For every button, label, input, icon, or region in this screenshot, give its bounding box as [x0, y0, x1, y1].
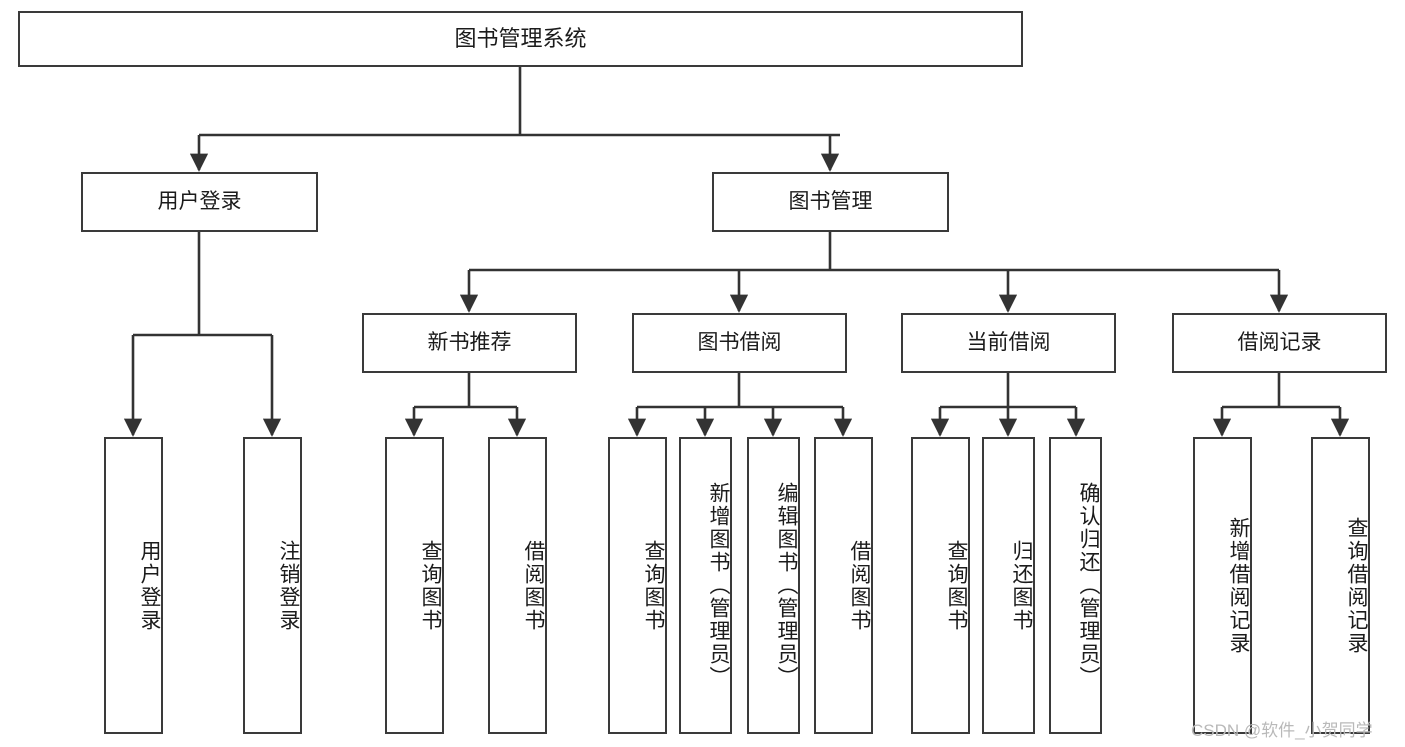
- node-leaf-user-login[interactable]: 用户登录: [104, 437, 163, 734]
- node-new-book-rec-label: 新书推荐: [427, 330, 512, 354]
- node-leaf-borrow-book-1-label: 借阅图书: [522, 539, 545, 632]
- node-user-login-label: 用户登录: [157, 189, 242, 213]
- node-root-label: 图书管理系统: [454, 26, 587, 52]
- node-leaf-return-book[interactable]: 归还图书: [982, 437, 1035, 734]
- node-user-login[interactable]: 用户登录: [81, 172, 318, 232]
- node-book-borrow[interactable]: 图书借阅: [632, 313, 847, 373]
- node-borrow-record-label: 借阅记录: [1237, 330, 1322, 354]
- node-leaf-confirm-return[interactable]: 确认归还（管理员）: [1049, 437, 1102, 734]
- node-leaf-logout-label: 注销登录: [277, 539, 300, 632]
- node-leaf-edit-book-label: 编辑图书（管理员）: [775, 482, 798, 689]
- node-leaf-query-book-3[interactable]: 查询图书: [911, 437, 970, 734]
- node-leaf-query-book-2-label: 查询图书: [642, 539, 665, 632]
- node-leaf-return-book-label: 归还图书: [1010, 539, 1033, 632]
- node-current-borrow-label: 当前借阅: [966, 330, 1051, 354]
- node-new-book-rec[interactable]: 新书推荐: [362, 313, 577, 373]
- node-leaf-query-book-1[interactable]: 查询图书: [385, 437, 444, 734]
- node-book-manage[interactable]: 图书管理: [712, 172, 949, 232]
- node-leaf-borrow-book-2[interactable]: 借阅图书: [814, 437, 873, 734]
- node-leaf-query-book-3-label: 查询图书: [945, 539, 968, 632]
- watermark: CSDN @软件_小贺同学: [1191, 721, 1373, 740]
- node-borrow-record[interactable]: 借阅记录: [1172, 313, 1387, 373]
- node-root[interactable]: 图书管理系统: [18, 11, 1023, 67]
- node-leaf-logout[interactable]: 注销登录: [243, 437, 302, 734]
- node-leaf-add-record-label: 新增借阅记录: [1227, 516, 1250, 655]
- node-leaf-borrow-book-1[interactable]: 借阅图书: [488, 437, 547, 734]
- node-leaf-add-book[interactable]: 新增图书（管理员）: [679, 437, 732, 734]
- node-leaf-borrow-book-2-label: 借阅图书: [848, 539, 871, 632]
- node-current-borrow[interactable]: 当前借阅: [901, 313, 1116, 373]
- node-leaf-add-record[interactable]: 新增借阅记录: [1193, 437, 1252, 734]
- node-leaf-add-book-label: 新增图书（管理员）: [707, 482, 730, 689]
- node-leaf-confirm-return-label: 确认归还（管理员）: [1077, 482, 1100, 689]
- node-book-borrow-label: 图书借阅: [697, 330, 782, 354]
- node-leaf-query-book-1-label: 查询图书: [419, 539, 442, 632]
- node-book-manage-label: 图书管理: [788, 189, 873, 213]
- node-leaf-query-record[interactable]: 查询借阅记录: [1311, 437, 1370, 734]
- node-leaf-query-book-2[interactable]: 查询图书: [608, 437, 667, 734]
- node-leaf-edit-book[interactable]: 编辑图书（管理员）: [747, 437, 800, 734]
- node-leaf-query-record-label: 查询借阅记录: [1345, 516, 1368, 655]
- node-leaf-user-login-label: 用户登录: [138, 539, 161, 632]
